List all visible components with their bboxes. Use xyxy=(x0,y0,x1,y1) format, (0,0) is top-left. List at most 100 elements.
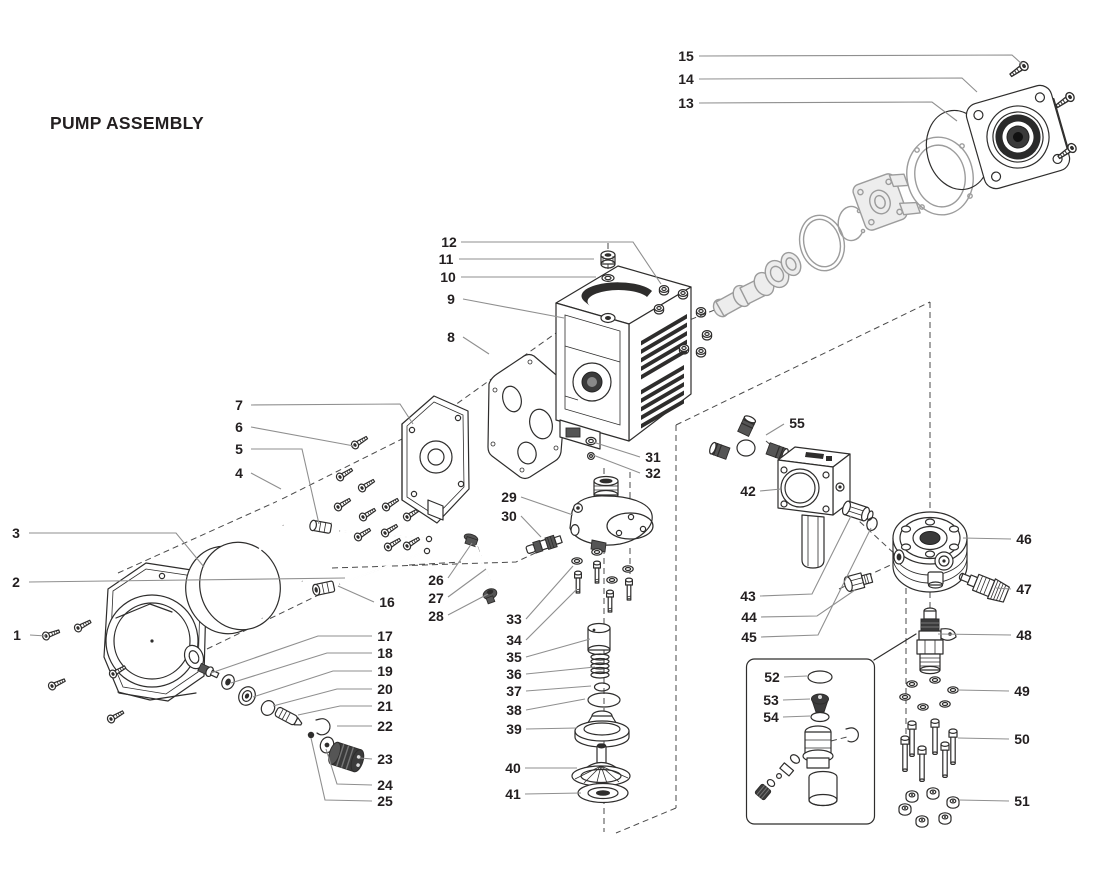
page-title: PUMP ASSEMBLY xyxy=(50,113,204,133)
cup-detail xyxy=(808,770,838,807)
callout-35: 35 xyxy=(506,649,522,665)
large-seal-ring-gray xyxy=(798,214,846,272)
leader-line-26 xyxy=(447,542,473,579)
leader-line-21 xyxy=(297,705,372,716)
callout-4: 4 xyxy=(235,465,243,481)
callout-12: 12 xyxy=(441,234,457,250)
leader-line-15 xyxy=(698,54,1024,66)
clip-detail xyxy=(845,727,859,743)
callout-6: 6 xyxy=(235,419,243,435)
leader-line-8 xyxy=(462,336,490,355)
ring-gear-gray xyxy=(906,136,974,216)
callout-28: 28 xyxy=(428,608,444,624)
leader-line-54 xyxy=(782,715,811,718)
seal-ring-41 xyxy=(577,782,629,804)
inlet-valve-48 xyxy=(916,607,957,675)
front-cover-2 xyxy=(103,562,207,702)
piston-35 xyxy=(587,622,611,656)
knob-47 xyxy=(958,572,1010,603)
callout-22: 22 xyxy=(377,718,393,734)
callout-37: 37 xyxy=(506,683,522,699)
leader-line-43 xyxy=(759,515,852,597)
callout-45: 45 xyxy=(741,629,757,645)
bearing-flange-gray xyxy=(852,173,921,231)
callout-50: 50 xyxy=(1014,731,1030,747)
leader-line-1 xyxy=(29,634,47,637)
drive-shaft-assembly xyxy=(712,251,802,318)
o-ring-37 xyxy=(593,682,611,692)
leader-line-37 xyxy=(525,685,592,692)
callout-41: 41 xyxy=(505,786,521,802)
diaphragm-40 xyxy=(571,743,631,787)
tee-fitting-55 xyxy=(709,415,789,461)
leader-line-16 xyxy=(337,585,375,603)
cover-plate-3 xyxy=(185,541,281,635)
tube-fitting-16 xyxy=(312,580,336,596)
leader-line-20 xyxy=(272,688,372,707)
callout-44: 44 xyxy=(741,609,757,625)
valve-seat-39 xyxy=(574,710,630,748)
drain-tube-26-27-28 xyxy=(463,533,498,605)
cap-ring-24 xyxy=(319,736,335,754)
callout-48: 48 xyxy=(1016,627,1032,643)
fitting-43 xyxy=(841,500,874,522)
leader-line-29 xyxy=(520,496,574,516)
inlet-block-42 xyxy=(777,446,851,569)
callout-31: 31 xyxy=(645,449,661,465)
backplate-7 xyxy=(401,395,470,524)
leader-line-46 xyxy=(962,537,1012,540)
leader-line-44 xyxy=(760,589,856,618)
callout-49: 49 xyxy=(1014,683,1030,699)
callout-27: 27 xyxy=(428,590,444,606)
leader-line-14 xyxy=(698,77,978,93)
oil-cap-11 xyxy=(600,250,616,269)
louvers-upper xyxy=(641,314,687,380)
callout-17: 17 xyxy=(377,628,393,644)
callout-40: 40 xyxy=(505,760,521,776)
callout-19: 19 xyxy=(377,663,393,679)
callout-55: 55 xyxy=(789,415,805,431)
leader-line-32 xyxy=(592,454,641,474)
washer-10 xyxy=(601,274,615,283)
o-ring-52 xyxy=(807,670,833,684)
leader-line-42 xyxy=(759,488,782,492)
leader-line-27 xyxy=(447,568,487,598)
leader-line-7 xyxy=(250,403,414,425)
callout-7: 7 xyxy=(235,397,243,413)
callout-30: 30 xyxy=(501,508,517,524)
callout-3: 3 xyxy=(12,525,20,541)
callout-43: 43 xyxy=(740,588,756,604)
plug-44 xyxy=(843,572,874,592)
parts-artwork xyxy=(40,59,1079,828)
valve-body-detail xyxy=(754,725,859,807)
o-ring-38 xyxy=(587,692,621,708)
leader-line-17 xyxy=(210,635,372,674)
spring-36 xyxy=(590,653,610,679)
leader-line-18 xyxy=(230,652,372,684)
gearbox-housing-9 xyxy=(555,265,692,450)
leader-line-36 xyxy=(525,666,596,675)
knurled-cap-23 xyxy=(328,741,365,773)
leader-line-39 xyxy=(525,727,578,730)
leader-line-35 xyxy=(525,638,591,658)
callout-10: 10 xyxy=(440,269,456,285)
leader-line-38 xyxy=(525,698,586,711)
o-ring-54 xyxy=(810,711,830,723)
leader-line-6 xyxy=(250,426,355,447)
poppet-53 xyxy=(811,693,829,713)
leader-line-24 xyxy=(325,748,373,786)
leader-line-41 xyxy=(524,792,582,795)
leader-line-33 xyxy=(525,565,574,620)
stem-detail xyxy=(754,754,801,801)
callout-2: 2 xyxy=(12,574,20,590)
callout-46: 46 xyxy=(1016,531,1032,547)
callout-21: 21 xyxy=(377,698,393,714)
bolts-50 xyxy=(900,718,958,783)
leader-line-50 xyxy=(957,737,1010,740)
callout-23: 23 xyxy=(377,751,393,767)
clip-22 xyxy=(315,718,331,736)
callout-32: 32 xyxy=(645,465,661,481)
callout-15: 15 xyxy=(678,48,694,64)
callout-13: 13 xyxy=(678,95,694,111)
callout-52: 52 xyxy=(764,669,780,685)
